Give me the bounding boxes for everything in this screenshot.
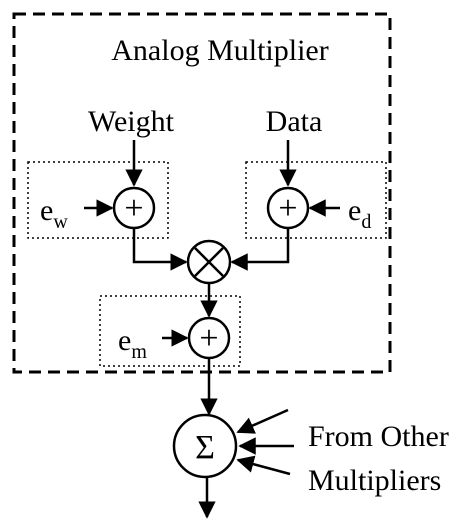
svg-text:+: + [124, 190, 143, 227]
multiplier-error-adder: + [187, 316, 231, 360]
other-multiplier-arrow-1 [236, 408, 289, 434]
analog-multiplier-boundary [12, 12, 392, 374]
multiplier [186, 239, 232, 285]
svg-text:+: + [199, 320, 218, 357]
multiplier-error-label: em [118, 324, 147, 363]
data-input-label: Data [266, 105, 323, 138]
weight-to-multiplier-wire [132, 228, 188, 271]
weight-error-label: ew [40, 194, 68, 233]
data-to-multiplier-wire [230, 228, 290, 271]
svg-text:+: + [278, 190, 297, 227]
weight-adder: + [112, 186, 156, 230]
summer: Σ [172, 413, 238, 479]
external-inputs-label-line1: From Other [308, 420, 449, 453]
weight-adder-group [27, 161, 169, 239]
other-multiplier-arrow-3 [236, 455, 291, 476]
data-adder-group [245, 161, 387, 239]
weight-input-label: Weight [88, 105, 175, 138]
data-error-label: ed [348, 194, 371, 233]
data-adder: + [266, 186, 310, 230]
block-title: Analog Multiplier [111, 34, 328, 67]
svg-text:Σ: Σ [195, 429, 215, 466]
multiplier-adder-group [99, 295, 241, 367]
external-inputs-label-line2: Multipliers [308, 464, 441, 497]
